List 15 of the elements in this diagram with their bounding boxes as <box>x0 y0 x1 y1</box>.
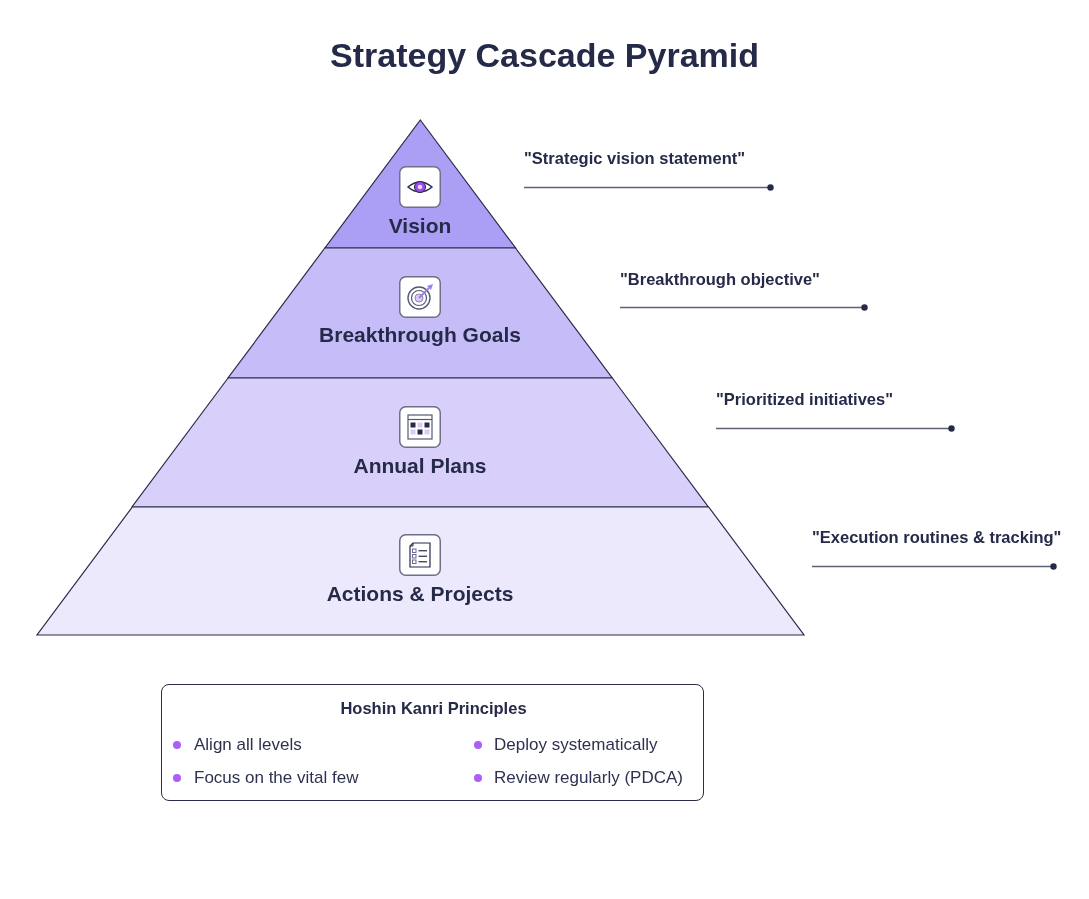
principle-item: Review regularly (PDCA) <box>494 768 683 788</box>
principle-item: Align all levels <box>194 735 302 755</box>
annotation-text: "Strategic vision statement" <box>524 148 746 168</box>
annotation-text: "Prioritized initiatives" <box>716 389 894 409</box>
tier-label: Breakthrough Goals <box>319 323 521 347</box>
principles-panel <box>161 684 704 801</box>
tier-label: Annual Plans <box>353 454 487 478</box>
principle-item: Focus on the vital few <box>194 768 359 788</box>
annotation-text: "Breakthrough objective" <box>620 269 820 289</box>
diagram-title: Strategy Cascade Pyramid <box>330 35 759 75</box>
tier-label: Vision <box>388 214 452 238</box>
tier-label: Actions & Projects <box>326 582 514 606</box>
principle-item: Deploy systematically <box>494 735 658 755</box>
panel-heading: Hoshin Kanri Principles <box>340 698 527 718</box>
annotation-text: "Execution routines & tracking" <box>812 527 1062 547</box>
